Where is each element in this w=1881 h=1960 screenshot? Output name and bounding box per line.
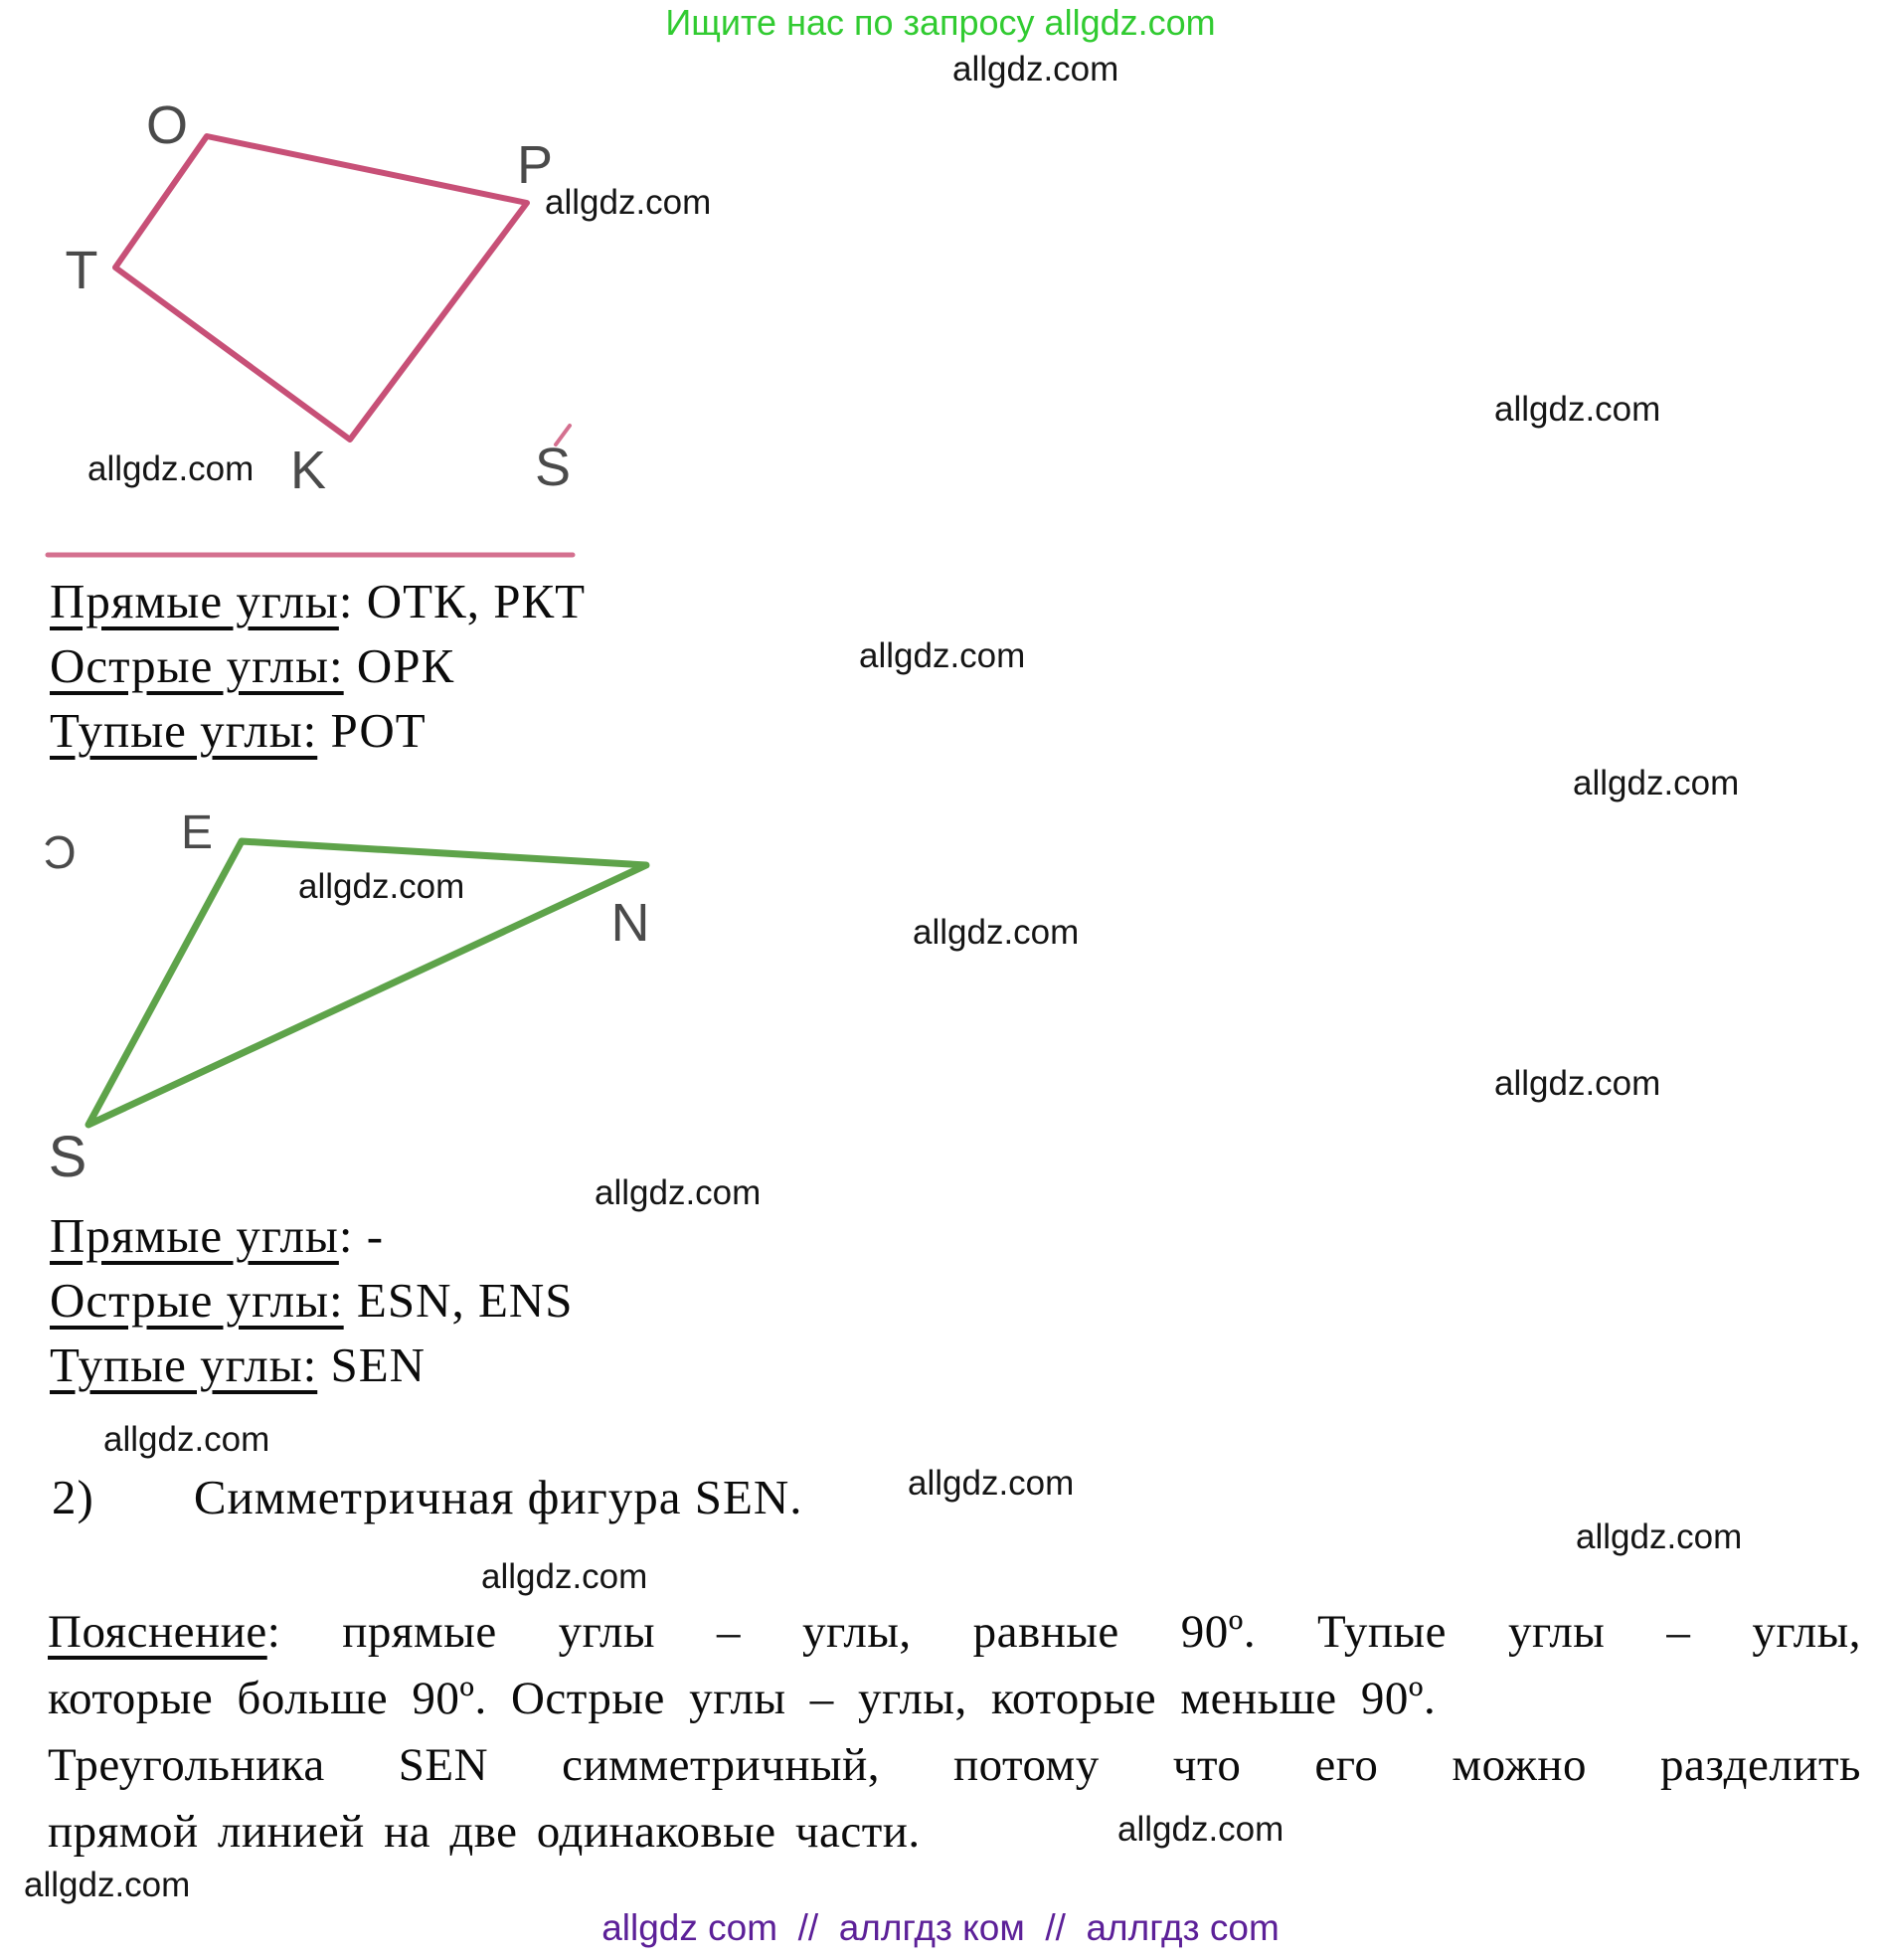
watermark: allgdz.com [1117,1810,1284,1849]
answer-value: ОРК [343,638,455,693]
pink-tick-mark [554,424,572,446]
watermark: allgdz.com [87,449,255,488]
vertex-label-O: O [145,95,189,155]
answer-label: Тупые углы: [50,1337,318,1392]
vertex-label-S: S [534,438,572,497]
answer-line-right-angles: Прямые углы: - [50,1203,574,1268]
watermark: allgdz.com [1576,1517,1743,1556]
answer-line-obtuse-angles: Тупые углы: РОТ [50,698,586,763]
explanation-text: прямой линией на две одинаковые части. [48,1806,921,1858]
vertex-label-N: N [610,893,650,953]
watermark: allgdz.com [545,183,712,222]
explanation-line: Треугольника SEN симметричный, потому чт… [48,1732,1861,1799]
quadrilateral-OPKT [112,133,530,443]
answer-block-quadrilateral: Прямые углы: ОТК, РКТ Острые углы: ОРК Т… [50,569,586,763]
triangle-ESN [85,837,650,1129]
answer-line-right-angles: Прямые углы: ОТК, РКТ [50,569,586,633]
watermark: allgdz.com [913,913,1080,952]
explanation-line: прямой линией на две одинаковые части. [48,1799,1861,1866]
answer-line-acute-angles: Острые углы: ESN, ENS [50,1268,574,1333]
vertex-label-S: S [48,1125,87,1189]
answer-value: SEN [317,1337,427,1392]
explanation-line: которые больше 90º. Острые углы – углы, … [48,1666,1861,1732]
answer-label: Тупые углы: [50,703,318,758]
watermark: allgdz.com [908,1464,1075,1503]
answer-label: Острые углы: [50,638,344,693]
explanation-text: : прямые углы – углы, равные 90º. Тупые … [266,1606,1861,1658]
answer-label: Острые углы: [50,1273,344,1328]
watermark: allgdz.com [595,1173,762,1212]
watermark: allgdz.com [1494,390,1661,429]
watermark: allgdz.com [1494,1064,1661,1103]
item-number: 2) [52,1470,94,1524]
vertex-label-Ɔ: Ɔ [43,826,77,878]
explanation-text: Треугольника SEN симметричный, потому чт… [48,1739,1861,1791]
watermark: allgdz.com [859,636,1026,675]
explanation-paragraph: Пояснение: прямые углы – углы, равные 90… [48,1599,1861,1866]
watermark: allgdz.com [24,1866,191,1904]
promo-banner: Ищите нас по запросу allgdz.com [665,2,1216,43]
vertex-label-K: K [289,441,327,500]
watermark: allgdz.com [952,50,1119,89]
answer-value: ESN, ENS [343,1273,574,1328]
answer-line-obtuse-angles: Тупые углы: SEN [50,1333,574,1397]
item-text: Симметричная фигура SEN. [193,1470,803,1524]
answer-block-triangle: Прямые углы: - Острые углы: ESN, ENS Туп… [50,1203,574,1397]
answer-line-acute-angles: Острые углы: ОРК [50,633,586,698]
explanation-line: Пояснение: прямые углы – углы, равные 90… [48,1599,1861,1666]
answer-label: Прямые углы [50,1208,339,1263]
watermark: allgdz.com [298,867,465,906]
answer-value: : ОТК, РКТ [338,574,587,628]
vertex-label-T: T [65,241,98,300]
explanation-label: Пояснение [48,1606,267,1658]
item-2-line: 2) Симметричная фигура SEN. [52,1465,803,1529]
answer-value: РОТ [317,703,427,758]
vertex-label-E: E [180,806,214,859]
answer-value: : - [338,1208,385,1263]
watermark: allgdz.com [1573,764,1740,802]
vertex-label-P: P [516,135,554,195]
watermark: allgdz.com [481,1557,648,1596]
watermark: allgdz.com [103,1420,270,1459]
explanation-text: которые больше 90º. Острые углы – углы, … [48,1673,1437,1724]
answer-label: Прямые углы [50,574,339,628]
footer-site-links: allgdz com // аллгдз ком // аллгдз com [601,1907,1280,1948]
